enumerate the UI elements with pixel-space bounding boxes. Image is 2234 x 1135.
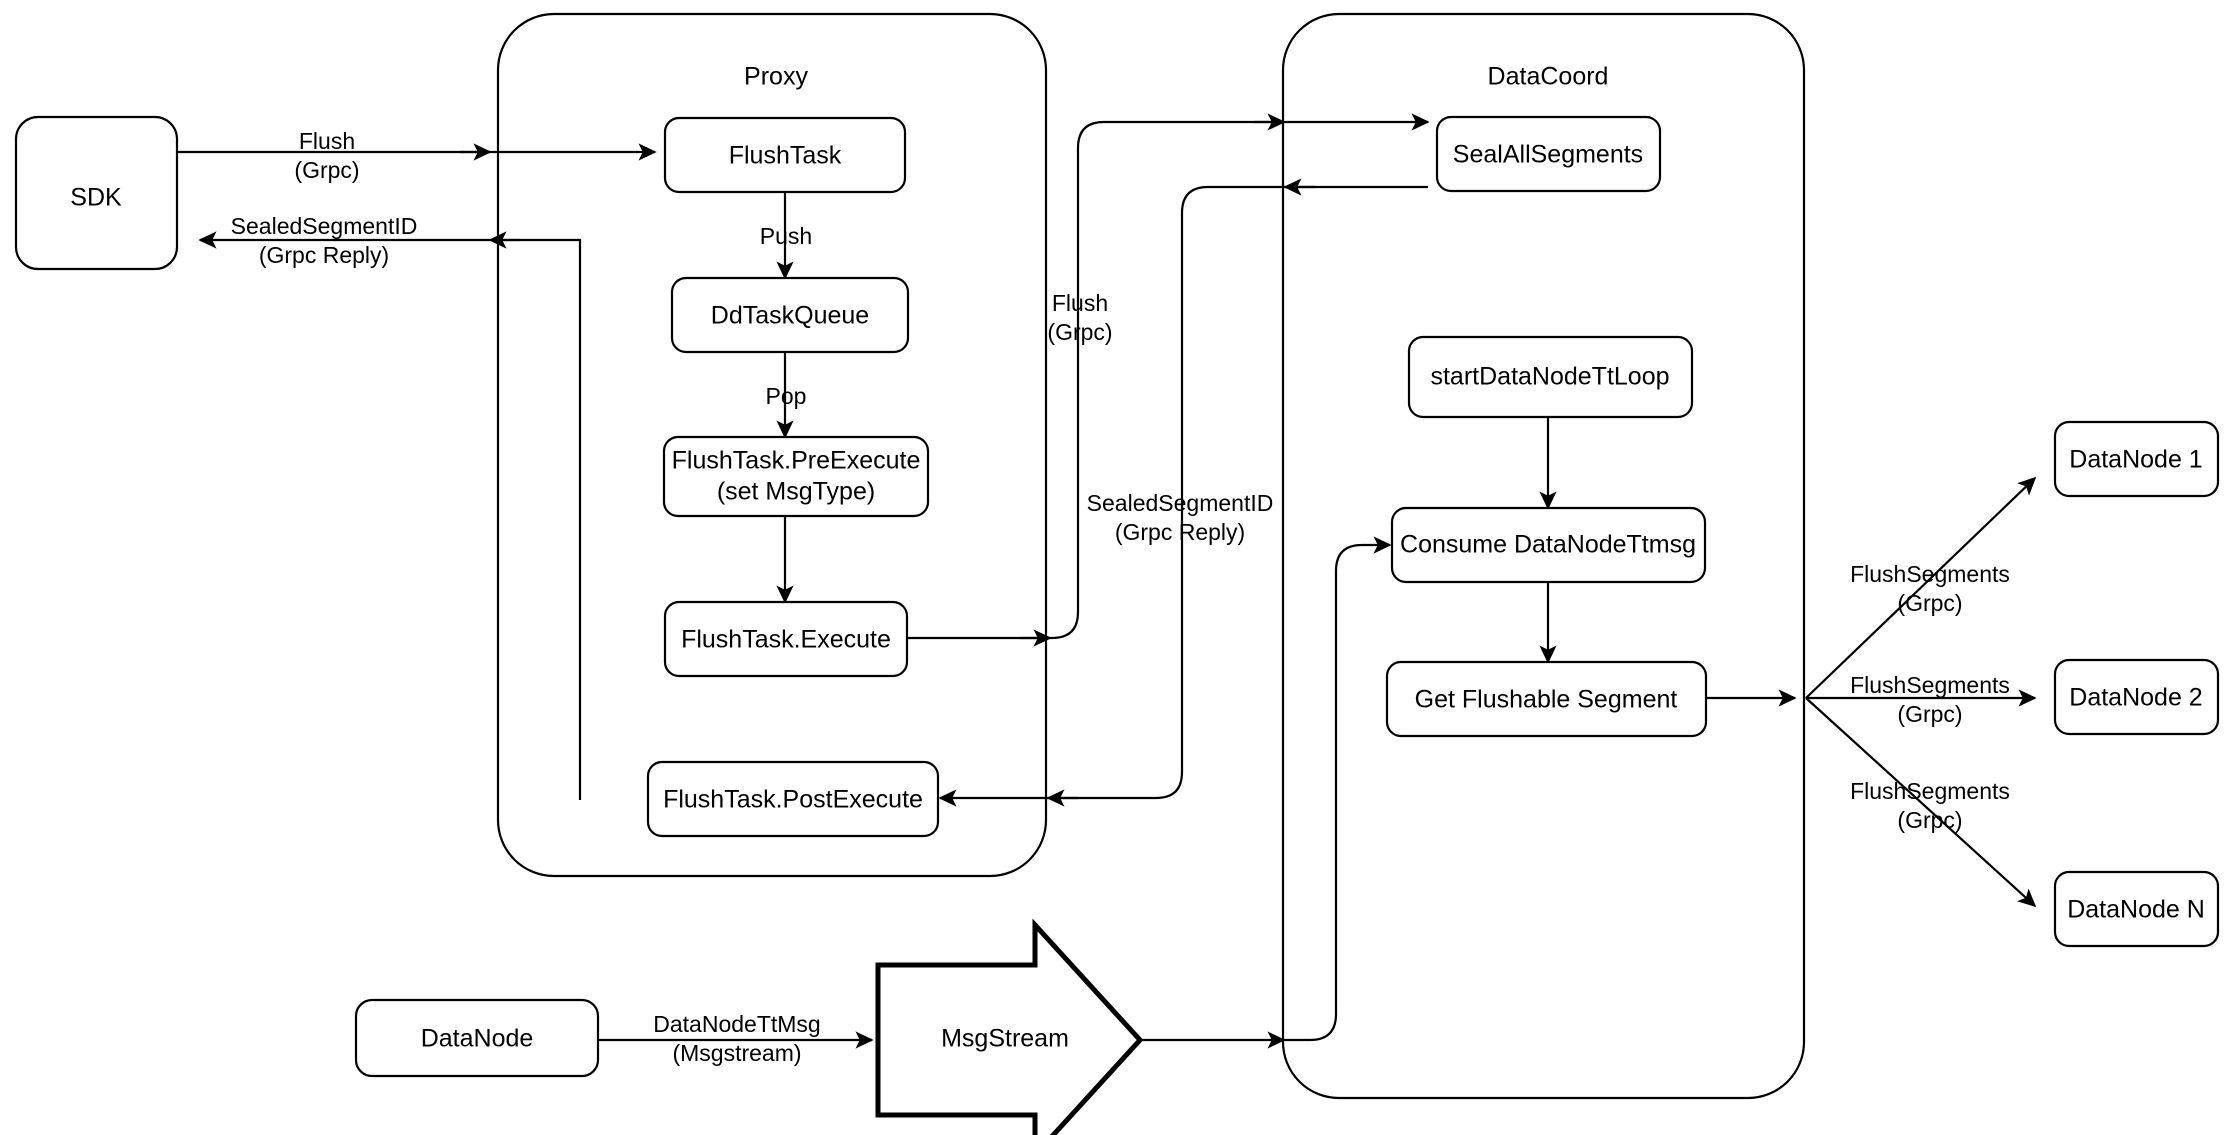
edge-hub-to-datanoden bbox=[1805, 697, 2037, 908]
node-sealallsegments-label: SealAllSegments bbox=[1453, 141, 1643, 169]
node-datanode-2-label: DataNode 2 bbox=[2069, 684, 2202, 712]
node-get-flushable-segment-label: Get Flushable Segment bbox=[1415, 686, 1678, 714]
edge-label-flush-grpc-line2: (Grpc) bbox=[294, 157, 359, 183]
node-flushtask-postexecute[interactable] bbox=[646, 760, 940, 838]
node-msgstream-label: MsgStream bbox=[941, 1025, 1069, 1053]
node-datanode-2[interactable] bbox=[2053, 658, 2220, 736]
container-datacoord-label: DataCoord bbox=[1488, 63, 1609, 91]
node-flushtask-execute[interactable] bbox=[663, 600, 909, 678]
edge-label-flushsegments-1-line2: (Grpc) bbox=[1897, 590, 1962, 616]
edge-label-flushsegments-2-line2: (Grpc) bbox=[1897, 701, 1962, 727]
node-ddtaskqueue-label: DdTaskQueue bbox=[711, 302, 869, 330]
edge-label-push: Push bbox=[760, 223, 812, 249]
node-consume-datanodettmsg[interactable] bbox=[1390, 506, 1707, 584]
node-datanode-n[interactable] bbox=[2053, 870, 2220, 948]
node-flushtask-preexecute-label-line2: (set MsgType) bbox=[717, 478, 875, 506]
node-get-flushable-segment[interactable] bbox=[1385, 660, 1708, 738]
edge-label-pop: Pop bbox=[766, 383, 807, 409]
node-datanode-bottom-label: DataNode bbox=[421, 1025, 534, 1053]
edge-label-flushsegments-2-line1: FlushSegments bbox=[1850, 672, 2010, 698]
node-flushtask-label: FlushTask bbox=[729, 142, 842, 170]
container-datacoord bbox=[1281, 12, 1806, 1100]
node-flushtask-preexecute-label-line1: FlushTask.PreExecute bbox=[672, 447, 921, 475]
node-datanode-n-label: DataNode N bbox=[2067, 896, 2205, 924]
shape-msgstream-arrow bbox=[875, 918, 1144, 1135]
edge-label-dc-to-proxy-line1: SealedSegmentID bbox=[1087, 490, 1274, 516]
node-consume-datanodettmsg-label: Consume DataNodeTtmsg bbox=[1400, 531, 1696, 559]
node-sdk[interactable] bbox=[14, 115, 179, 271]
edge-label-datanodettmsg-line2: (Msgstream) bbox=[672, 1040, 801, 1066]
node-datanode-1-label: DataNode 1 bbox=[2069, 446, 2202, 474]
node-sdk-label: SDK bbox=[70, 184, 122, 212]
node-ddtaskqueue[interactable] bbox=[670, 276, 910, 354]
edge-label-proxy-to-dc-flush-line1: Flush bbox=[1052, 290, 1108, 316]
edge-sealallsegments-to-postexecute bbox=[938, 185, 1428, 807]
edge-label-dc-to-proxy-line2: (Grpc Reply) bbox=[1115, 519, 1245, 545]
edge-label-flush-grpc-line1: Flush bbox=[299, 128, 355, 154]
node-startdatanodettloop[interactable] bbox=[1407, 335, 1694, 419]
edge-postexecute-to-sdk bbox=[198, 231, 582, 800]
edge-datacoord-to-consume bbox=[1284, 536, 1392, 1042]
edge-label-sealedsegmentid-reply-line2: (Grpc Reply) bbox=[259, 242, 389, 268]
node-flushtask-execute-label: FlushTask.Execute bbox=[681, 626, 891, 654]
node-sealallsegments[interactable] bbox=[1435, 115, 1662, 193]
node-datanode-1[interactable] bbox=[2053, 420, 2220, 498]
node-startdatanodettloop-label: startDataNodeTtLoop bbox=[1430, 363, 1669, 391]
edge-label-flushsegments-n-line2: (Grpc) bbox=[1897, 807, 1962, 833]
container-proxy-label: Proxy bbox=[744, 63, 808, 91]
edge-execute-to-sealallsegments bbox=[907, 113, 1430, 640]
node-datanode-bottom[interactable] bbox=[354, 998, 600, 1078]
edge-label-flushsegments-1-line1: FlushSegments bbox=[1850, 561, 2010, 587]
node-flushtask-preexecute[interactable] bbox=[662, 435, 930, 518]
node-flushtask-postexecute-label: FlushTask.PostExecute bbox=[663, 786, 923, 814]
edge-label-proxy-to-dc-flush-line2: (Grpc) bbox=[1047, 319, 1112, 345]
edge-hub-to-datanode1 bbox=[1805, 476, 2037, 699]
edge-proxy-left-pipe bbox=[498, 14, 554, 876]
edge-label-flushsegments-n-line1: FlushSegments bbox=[1850, 778, 2010, 804]
container-proxy bbox=[496, 12, 1048, 878]
node-flushtask[interactable] bbox=[663, 116, 907, 194]
edge-label-datanodettmsg-line1: DataNodeTtMsg bbox=[653, 1011, 820, 1037]
edge-label-sealedsegmentid-reply-line1: SealedSegmentID bbox=[231, 213, 418, 239]
